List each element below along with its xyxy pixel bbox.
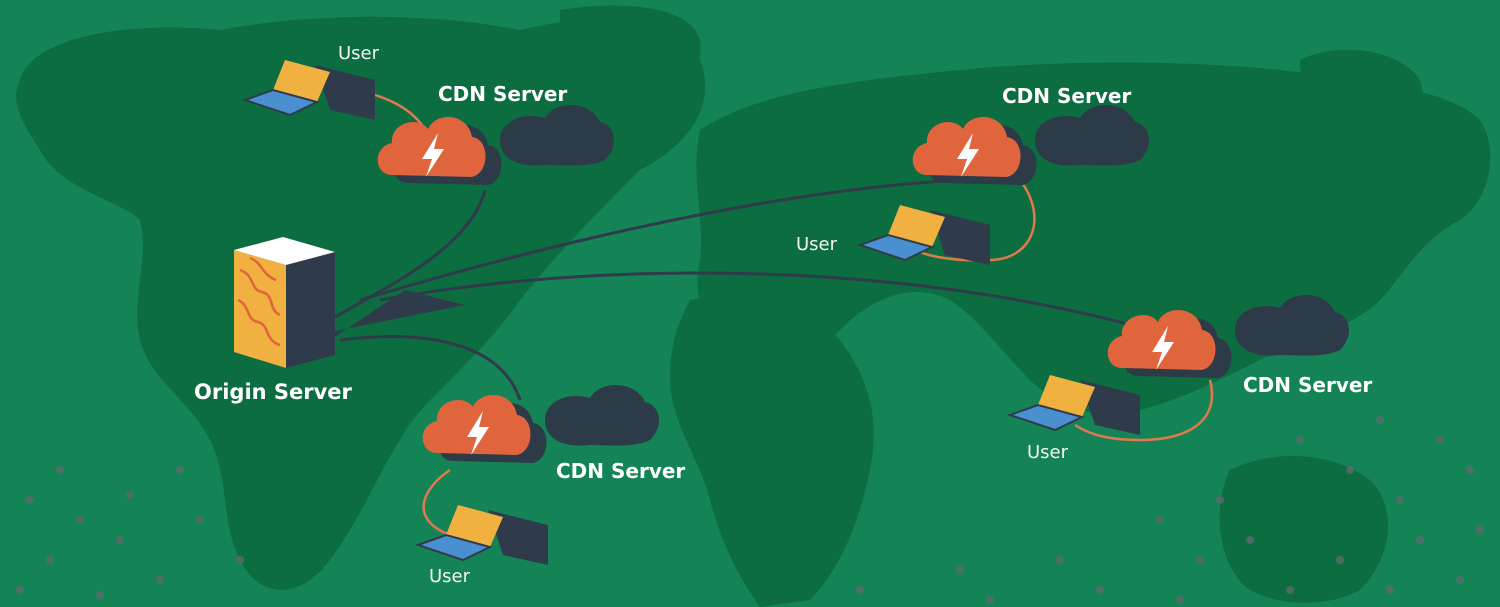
user-label: User [429,566,471,587]
user-label: User [796,234,838,255]
laptop-icon [414,505,548,565]
link-origin-cdn-4 [339,335,522,401]
laptop-icon [241,60,375,120]
laptop-icon [856,205,990,265]
origin-links [329,178,1151,401]
laptop-icon [1006,375,1140,435]
link-origin-cdn-3 [379,271,1151,332]
user-label: User [338,43,380,64]
cdn-cloud-icon [912,117,1037,185]
map-dots [16,416,1484,604]
origin-server-label: Origin Server [194,380,352,404]
cdn-cloud-icon [377,117,502,185]
user-label: User [1027,442,1069,463]
cdn-server-label: CDN Server [438,82,568,106]
cdn-cloud-icon [1107,310,1232,378]
cdn-server-label: CDN Server [1002,84,1132,108]
link-origin-cdn-1 [329,189,487,322]
cdn-cloud-icon [422,395,547,463]
cdn-server-label: CDN Server [556,459,686,483]
origin-server-icon [234,237,465,368]
dark-cloud-icon [500,104,1350,446]
link-origin-cdn-2 [359,178,961,302]
cdn-server-label: CDN Server [1243,373,1373,397]
